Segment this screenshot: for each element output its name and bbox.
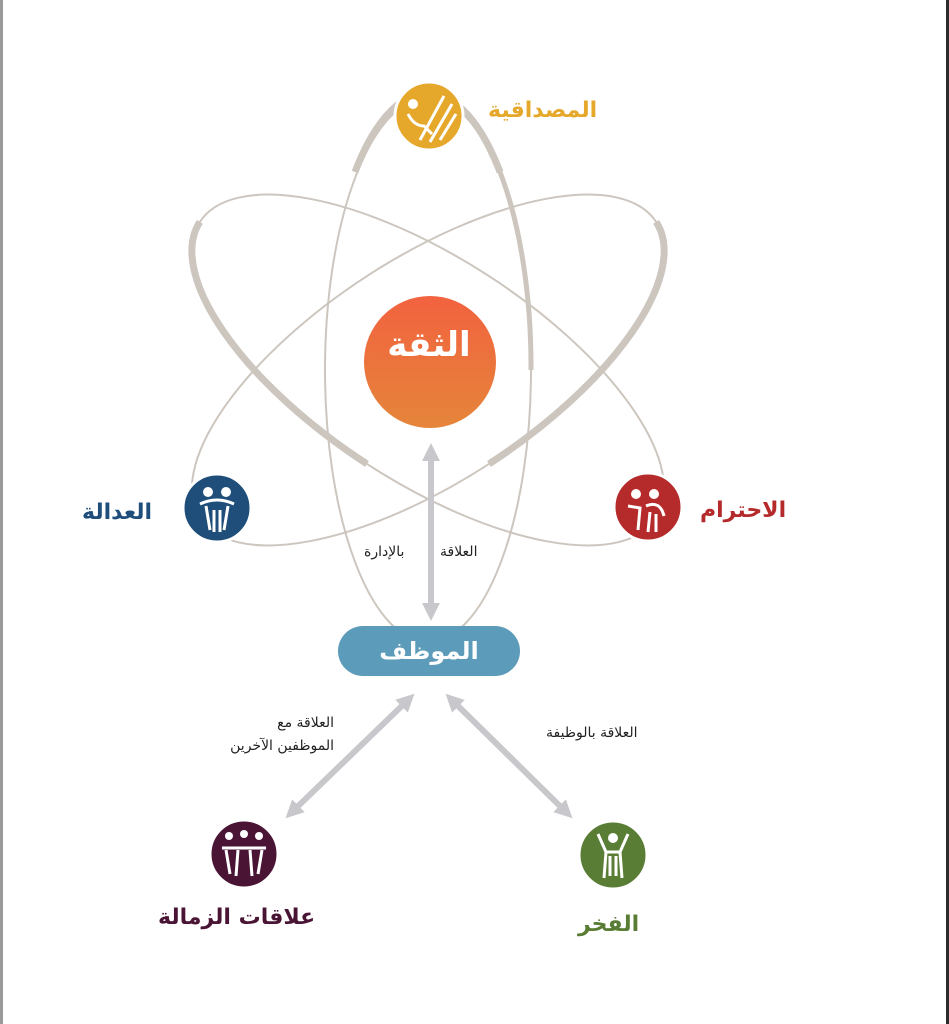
job-relation-label: العلاقة بالوظيفة	[546, 725, 638, 741]
friendship-icon	[393, 80, 465, 152]
colleagues-relation-line1: العلاقة مع	[277, 715, 334, 731]
trust-core-circle	[364, 296, 496, 428]
friendship-label: المصداقية	[488, 98, 598, 123]
colleagues-arrow	[285, 693, 415, 819]
pride-icon	[577, 819, 649, 891]
fellowship-icon	[208, 818, 280, 890]
management-relation-label-b: بالإدارة	[364, 544, 405, 560]
pride-label: الفخر	[578, 912, 640, 937]
management-relation-label-a: العلاقة	[440, 544, 478, 560]
justice-label: العدالة	[82, 500, 153, 525]
employee-label: الموظف	[379, 637, 479, 665]
job-arrow	[445, 693, 573, 819]
respect-label: الاحترام	[700, 498, 787, 523]
respect-icon	[612, 471, 684, 543]
fellowship-label: علاقات الزمالة	[158, 905, 316, 930]
justice-icon	[181, 472, 253, 544]
employee-pill	[338, 626, 520, 676]
page-edge-left	[0, 0, 3, 1024]
page-edge-right	[946, 0, 949, 1024]
colleagues-relation-line2: الموظفين الآخرين	[230, 738, 334, 754]
core-label: الثقة	[387, 325, 471, 365]
